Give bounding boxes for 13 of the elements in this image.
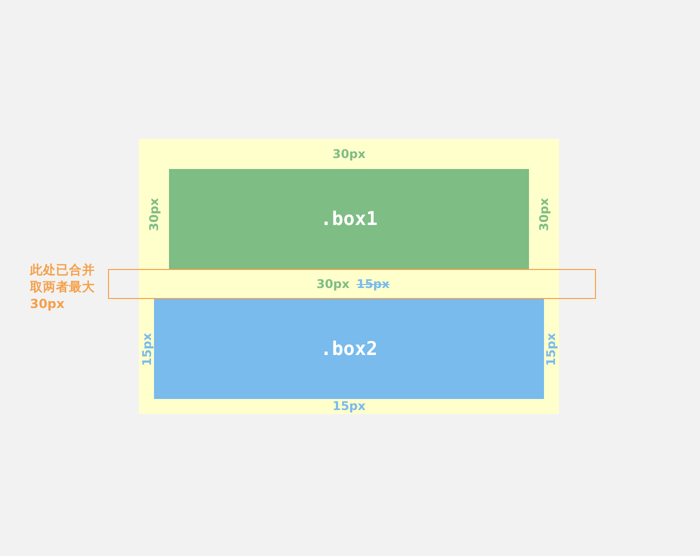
note-text: 此处已合并取两者最大30px <box>30 261 96 312</box>
margin-label: 30px <box>537 198 551 232</box>
margin-label: 15px <box>332 399 366 413</box>
margin-label: 15px <box>356 277 390 291</box>
margin-label: 15px <box>140 333 154 367</box>
highlight-outline <box>108 269 596 299</box>
content-box: .box1 <box>169 169 529 269</box>
margin-label: 30px <box>332 147 366 161</box>
container-box <box>139 139 559 414</box>
margin-label: 30px <box>316 277 350 291</box>
margin-label: 30px <box>147 198 161 232</box>
content-box: .box2 <box>154 299 544 399</box>
margin-label: 15px <box>544 333 558 367</box>
